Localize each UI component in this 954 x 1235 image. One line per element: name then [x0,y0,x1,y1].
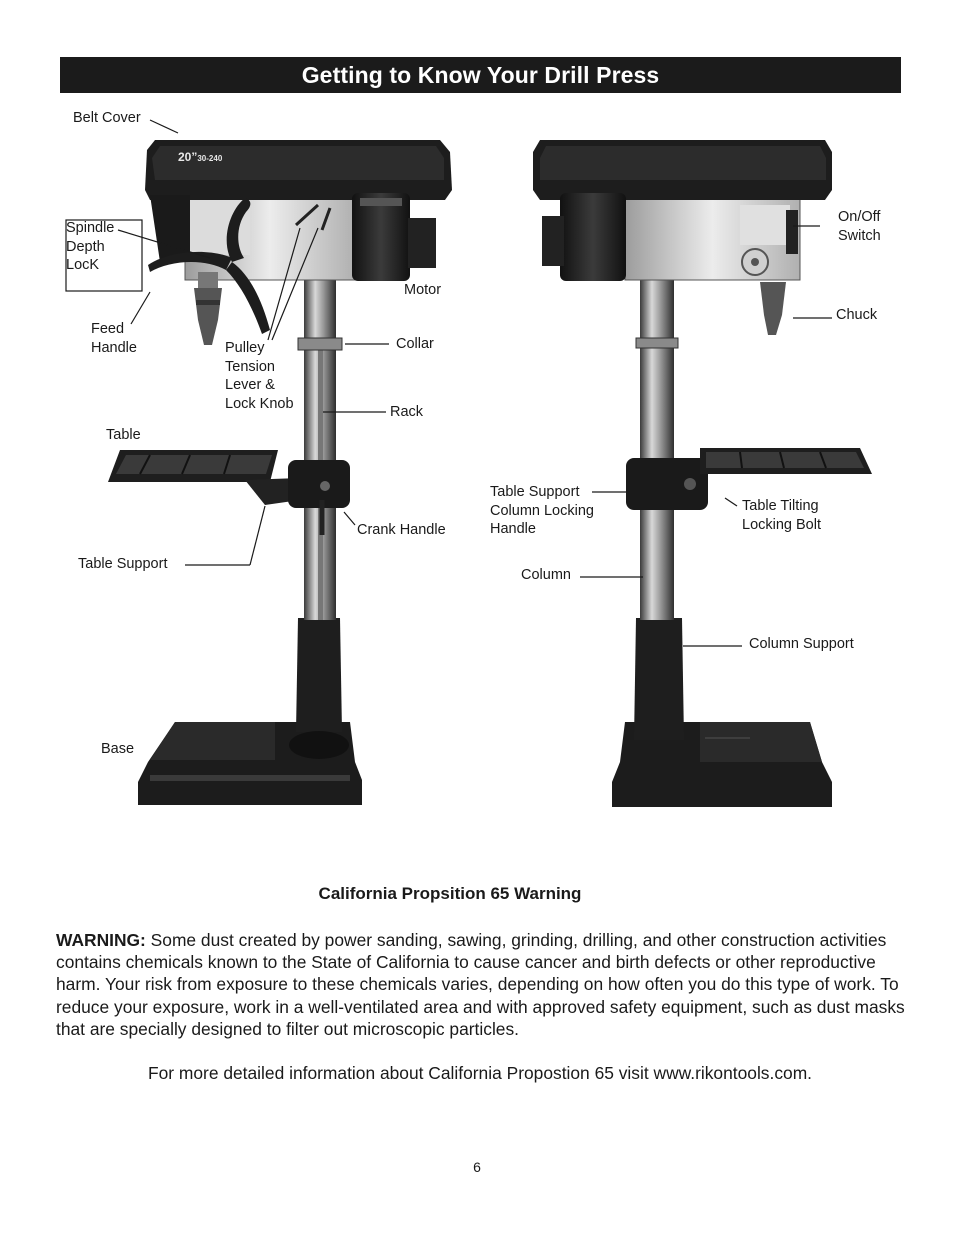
label-crank-handle: Crank Handle [357,522,446,538]
front-chuck [194,288,222,345]
warning-lead: WARNING: [56,930,146,950]
more-info: For more detailed information about Cali… [147,1063,813,1083]
rear-table-clamp [626,458,708,510]
page-title: Getting to Know Your Drill Press [60,57,901,93]
label-line: Pulley [225,340,265,356]
front-drill-press: 20”30-240 [108,140,452,805]
label-table-support-column-locking-handle: Table Support Column Locking Handle [490,483,594,539]
front-feed-handle [226,198,251,262]
label-spindle-depth-lock: Spindle Depth LocK [66,219,114,275]
front-collar [297,337,343,351]
label-line: Feed [91,321,125,337]
label-line: Spindle [66,220,115,236]
label-line: Column Locking [490,502,594,519]
label-rack: Rack [390,404,424,420]
label-line: Handle [91,339,137,356]
warning-text: Some dust created by power sanding, sawi… [56,930,905,1039]
front-motor [352,193,410,281]
label-chuck: Chuck [836,307,878,323]
label-table: Table [106,427,141,443]
warning-title: California Propsition 65 Warning [318,884,582,903]
label-line: Depth [66,238,105,255]
label-line: Table Tilting [742,498,819,514]
leader-lines [65,119,832,647]
rear-column [640,280,674,620]
front-column-support [296,618,342,732]
label-collar: Collar [396,336,434,352]
label-column-support: Column Support [749,636,854,652]
spindle-lock-box [65,219,143,292]
page-number: 6 [473,1159,481,1175]
rear-chuck [760,282,786,335]
label-feed-handle: Feed Handle [91,320,137,357]
label-table-support: Table Support [78,556,168,572]
label-line: On/Off [838,209,881,225]
label-table-tilting-locking-bolt: Table Tilting Locking Bolt [742,497,821,534]
label-line: Table Support [490,484,580,500]
rear-drill-press [533,140,872,807]
label-motor: Motor [404,282,442,298]
model-badge: 20”30-240 [178,150,223,164]
rear-switch [786,210,798,254]
front-spindle [198,272,218,290]
label-on-off-switch: On/Off Switch [838,208,881,245]
label-column: Column [521,567,571,583]
front-table-arm [245,478,300,505]
label-belt-cover: Belt Cover [73,110,141,126]
label-line: Lever & [225,377,275,393]
label-line: Lock Knob [225,395,294,412]
front-table-clamp [288,460,350,508]
warning-body: WARNING: Some dust created by power sand… [56,929,906,1040]
rear-motor [560,193,626,281]
label-line: Switch [838,227,881,244]
label-base: Base [101,741,135,757]
label-pulley-tension: Pulley Tension Lever & Lock Knob [225,339,294,413]
rear-column-support [634,618,684,740]
label-line: Handle [490,521,536,537]
label-line: Locking Bolt [742,516,821,533]
label-line: LocK [66,257,100,273]
drill-press-illustration: 20”30-240 [65,119,872,807]
label-line: Tension [225,358,275,375]
